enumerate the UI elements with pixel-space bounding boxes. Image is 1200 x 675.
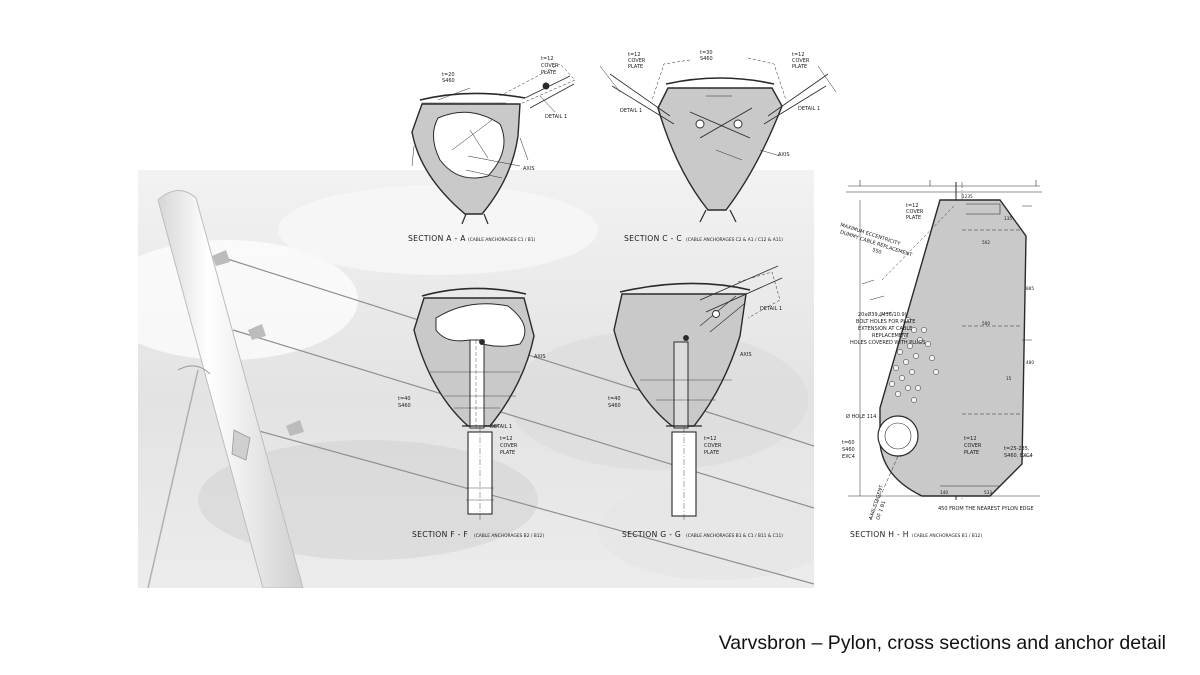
- section-aa-title: SECTION A - A: [408, 234, 466, 243]
- section-hh-cover-bottom-label: COVER: [964, 443, 982, 449]
- section-hh-bolt-plugs: HOLES COVERED WITH PLUGS: [850, 340, 925, 346]
- section-hh-cover-top-label: COVER: [906, 209, 924, 215]
- section-gg-detail: DETAIL 1: [760, 306, 782, 312]
- section-ff-plate-label: PLATE: [500, 450, 515, 456]
- section-cc-right-cover-label: COVER: [792, 58, 810, 64]
- section-hh-plate-class: EXC4: [842, 454, 855, 460]
- section-ff-plate-grade: S460: [398, 403, 411, 409]
- section-cc: [599, 57, 837, 223]
- section-aa-cover-thickness: t=12: [541, 56, 554, 62]
- section-hh-bolt-count: 20xØ39 (M36/10.9): [858, 311, 907, 318]
- section-cc-mid-thickness: t=30: [700, 50, 713, 56]
- section-gg-axis: AXIS: [740, 352, 752, 358]
- hh-dim-500: 500: [982, 321, 990, 326]
- section-ff-plate-thickness: t=40: [398, 396, 411, 402]
- hh-dim-1235: 1235: [962, 194, 973, 199]
- section-gg-plate-grade: S460: [608, 403, 621, 409]
- section-hh-bolt-extension: EXTENSION AT CABLE: [858, 326, 912, 332]
- section-aa-cover-label: COVER: [541, 63, 559, 69]
- section-hh-plate-grade: S460: [842, 447, 855, 453]
- section-hh-eccentricity-value: 550: [871, 247, 882, 256]
- section-aa-detail: DETAIL 1: [545, 114, 567, 120]
- section-aa-subtitle: (CABLE ANCHORAGES C1 / B1): [468, 237, 536, 243]
- section-aa-plate-label: PLATE: [541, 70, 556, 76]
- section-cc-left-cover-label: COVER: [628, 58, 646, 64]
- hh-dim-15: 15: [1006, 376, 1012, 381]
- section-hh-cover-bottom-plate: PLATE: [964, 450, 979, 456]
- hh-dim-885: 885: [1026, 286, 1034, 291]
- section-hh-edge-note: 450 FROM THE NEAREST PYLON EDGE: [938, 506, 1034, 512]
- section-hh-cover-top-thickness: t=12: [906, 203, 919, 209]
- section-gg-cover-label: COVER: [704, 443, 722, 449]
- section-ff-title: SECTION F - F: [412, 530, 468, 539]
- section-ff-cover-thickness: t=12: [500, 436, 513, 442]
- section-ff-axis: AXIS: [534, 354, 546, 360]
- hh-dim-135: 135: [1004, 216, 1012, 221]
- hh-dim-533: 533: [984, 490, 992, 495]
- section-aa-plate-grade: S460: [442, 78, 455, 84]
- hh-dim-140: 140: [940, 490, 948, 495]
- section-hh-rib-grade: S460, EXC4: [1004, 453, 1033, 459]
- section-ff-subtitle: (CABLE ANCHORAGES B2 / B12): [474, 533, 544, 539]
- bolt-holes: [889, 317, 939, 403]
- section-hh-hole: Ø HOLE 114: [846, 413, 876, 420]
- section-cc-mid-grade: S460: [700, 56, 713, 62]
- section-cc-detail-left: DETAIL 1: [620, 108, 642, 114]
- section-aa-axis: AXIS: [523, 166, 535, 172]
- section-hh-cover-top-plate: PLATE: [906, 215, 921, 221]
- section-hh-title: SECTION H - H: [850, 530, 909, 539]
- section-ff: [413, 287, 535, 520]
- section-cc-left-plate-label: PLATE: [628, 64, 643, 70]
- section-aa: [411, 63, 576, 225]
- section-cc-axis: AXIS: [778, 152, 790, 158]
- section-hh-cover-bottom-thickness: t=12: [964, 436, 977, 442]
- section-hh-bolt-replacement: REPLACEMENT: [872, 333, 910, 339]
- section-hh-subtitle: (CABLE ANCHORAGES B1 / B12): [912, 533, 982, 539]
- section-cc-left-cover-thickness: t=12: [628, 52, 641, 58]
- section-gg-plate-label: PLATE: [704, 450, 719, 456]
- section-cc-detail-right: DETAIL 1: [798, 106, 820, 112]
- section-aa-plate-note: t=20: [442, 72, 455, 78]
- section-gg-cover-thickness: t=12: [704, 436, 717, 442]
- section-hh-plate-thickness: t=60: [842, 440, 855, 446]
- hh-dim-480: 480: [1026, 360, 1034, 365]
- section-cc-right-cover-thickness: t=12: [792, 52, 805, 58]
- section-gg-subtitle: (CABLE ANCHORAGES B1 & C1 / B11 & C11): [686, 533, 783, 539]
- hh-dim-502: 502: [982, 240, 990, 245]
- section-cc-subtitle: (CABLE ANCHORAGES C2 & A1 / C12 & A11): [686, 237, 783, 243]
- section-gg: [613, 265, 783, 520]
- section-cc-title: SECTION C - C: [624, 234, 682, 243]
- section-cc-right-plate-label: PLATE: [792, 64, 807, 70]
- section-gg-plate-thickness: t=40: [608, 396, 621, 402]
- section-hh: [846, 180, 1042, 521]
- section-gg-title: SECTION G - G: [622, 530, 681, 539]
- section-ff-detail: DETAIL 1: [490, 424, 512, 430]
- slide-caption: Varvsbron – Pylon, cross sections and an…: [718, 632, 1166, 654]
- section-hh-rib-thickness: t=25-235,: [1004, 446, 1030, 452]
- section-hh-bolt-holes: BOLT HOLES FOR PLATE: [856, 319, 915, 325]
- section-ff-cover-label: COVER: [500, 443, 518, 449]
- section-hh-axis-ref: OF 1 B1: [875, 500, 887, 521]
